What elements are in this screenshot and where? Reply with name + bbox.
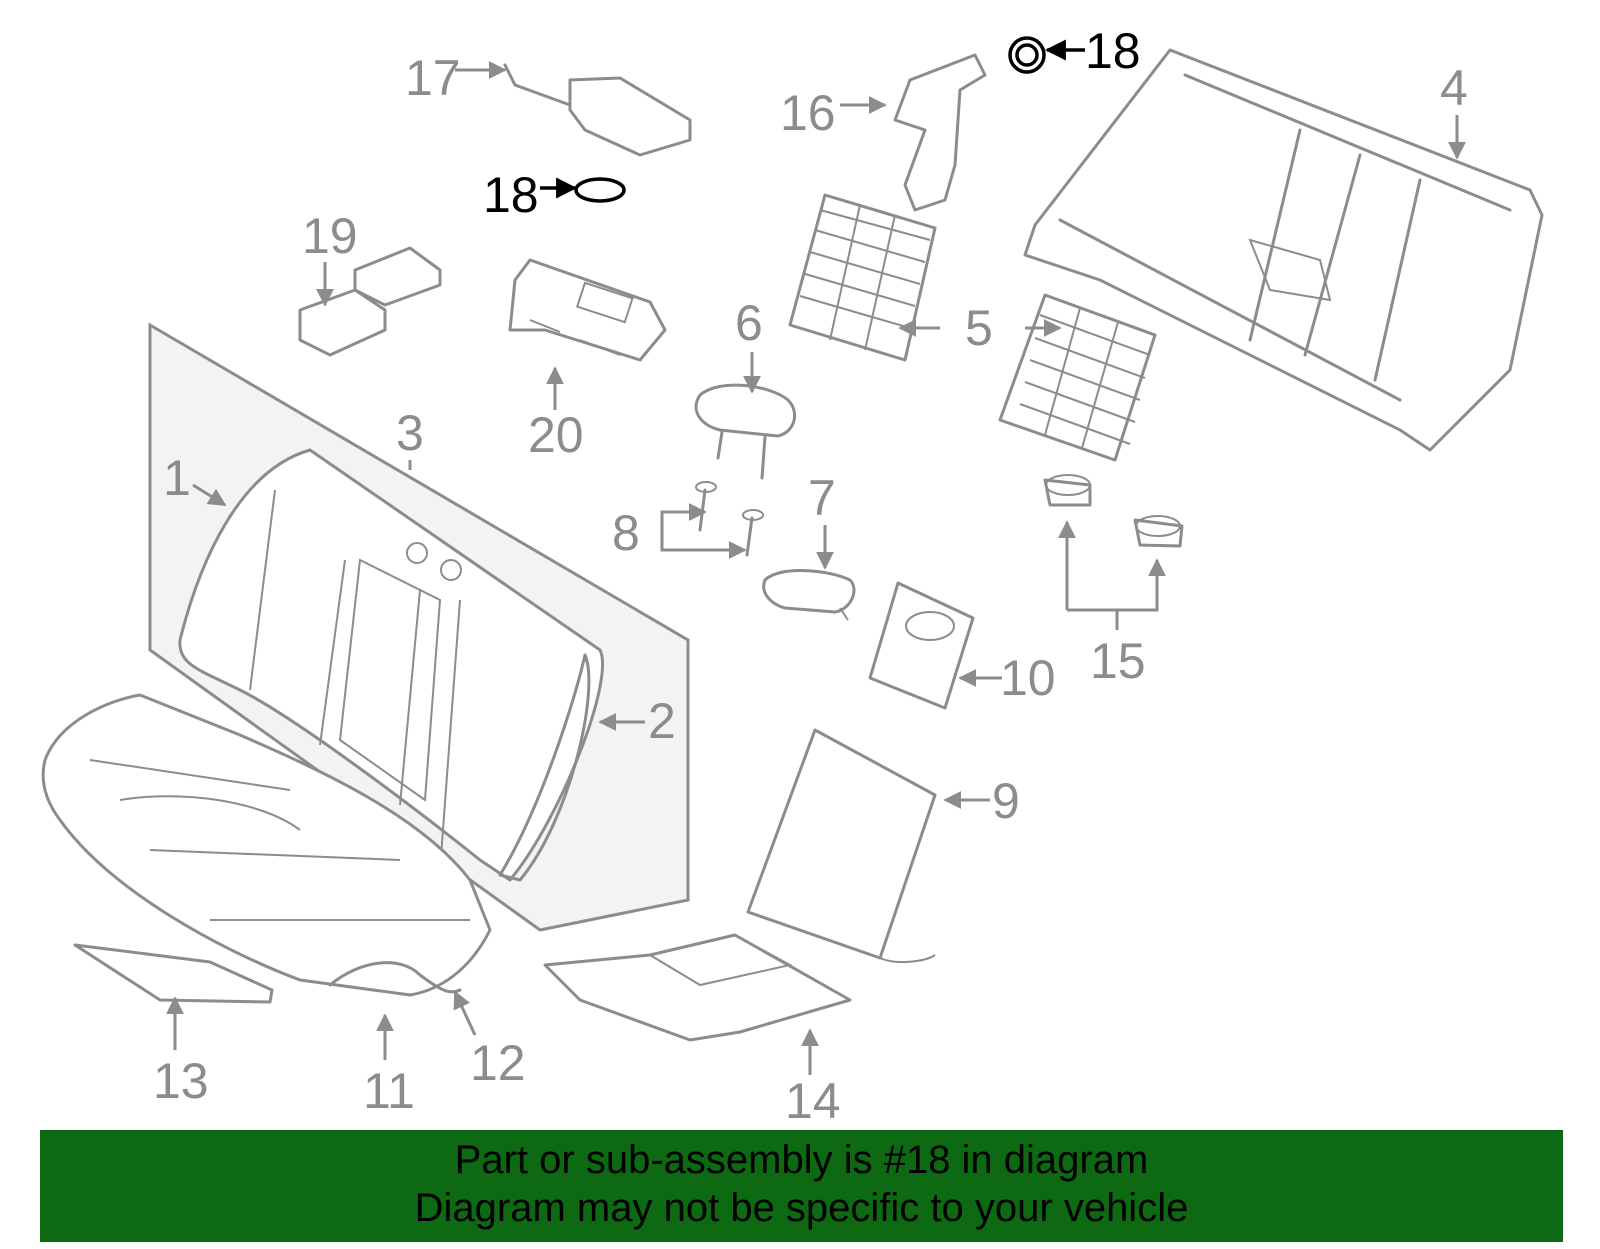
callout-11: 11 xyxy=(363,1063,415,1119)
part-19-bracket xyxy=(298,246,442,357)
callout-14: 14 xyxy=(785,1073,841,1129)
part-18-ring-upper xyxy=(1008,36,1046,74)
callout-19: 19 xyxy=(302,208,358,264)
part-5-upper-spring-mat xyxy=(788,193,937,362)
callout-18-upper: 18 xyxy=(1085,23,1141,79)
part-6-headrest xyxy=(694,383,797,480)
seat-cushion-cover xyxy=(41,693,492,997)
part-9-back-board xyxy=(746,728,937,960)
callout-6: 6 xyxy=(735,295,763,351)
callout-15: 15 xyxy=(1090,633,1146,689)
part-17-module xyxy=(503,63,692,157)
callout-9: 9 xyxy=(992,773,1020,829)
part-10-label-plate xyxy=(868,581,975,710)
callout-18-lower: 18 xyxy=(483,167,539,223)
callout-16: 16 xyxy=(780,85,836,141)
part-11-cushion-pad xyxy=(328,961,462,994)
info-banner: Part or sub-assembly is #18 in diagram D… xyxy=(40,1130,1563,1242)
callout-20: 20 xyxy=(528,407,584,463)
callout-8: 8 xyxy=(612,505,640,561)
callout-1: 1 xyxy=(163,450,191,506)
callout-12: 12 xyxy=(470,1035,526,1091)
callout-2: 2 xyxy=(648,693,676,749)
part-14-floor-mat xyxy=(543,933,852,1042)
banner-line-1: Part or sub-assembly is #18 in diagram xyxy=(454,1138,1149,1182)
callout-17: 17 xyxy=(405,50,461,106)
part-2-side-bolster xyxy=(498,653,591,882)
callout-3: 3 xyxy=(396,405,424,461)
part-4-seat-back-frame xyxy=(1023,48,1544,452)
part-5-lower-spring-mat xyxy=(998,293,1157,462)
part-8-headrest-guides xyxy=(695,481,764,557)
callout-13: 13 xyxy=(153,1053,209,1109)
leader-lines xyxy=(166,39,1466,1075)
part-18-ring-lower xyxy=(574,177,626,203)
callout-4: 4 xyxy=(1440,60,1468,116)
part-15-brackets xyxy=(1043,474,1184,548)
callout-10: 10 xyxy=(1000,650,1056,706)
part-1-seat-back-cover xyxy=(178,448,605,882)
banner-line-2: Diagram may not be specific to your vehi… xyxy=(414,1186,1189,1230)
callout-5: 5 xyxy=(965,300,993,356)
part-16-latch-assembly xyxy=(893,53,987,212)
callout-7: 7 xyxy=(808,470,836,526)
part-20-control-module xyxy=(508,258,667,362)
part-13-pad xyxy=(73,943,274,1004)
part-7-armrest xyxy=(762,569,856,621)
